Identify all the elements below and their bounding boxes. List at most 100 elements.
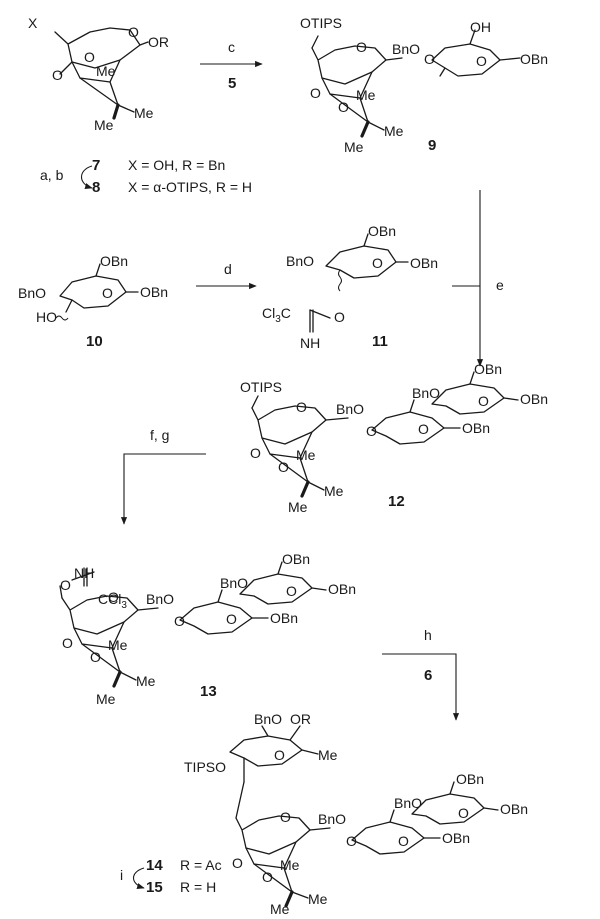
methyl-label: Me — [308, 891, 328, 907]
substituent-bno: BnO — [18, 285, 46, 301]
definition-14: R = Ac — [180, 857, 222, 873]
ring-oxygen-label: O — [476, 53, 487, 69]
methyl-label: Me — [296, 447, 316, 463]
ring-oxygen-label: O — [424, 51, 435, 67]
substituent-obn: OBn — [456, 771, 484, 787]
trichloromethyl-label: CCl3 — [98, 591, 127, 611]
methyl-label: Me — [324, 483, 344, 499]
ring-oxygen-label: O — [52, 67, 63, 83]
substituent-or: OR — [148, 34, 169, 50]
compound-number-9: 9 — [428, 137, 436, 154]
ring-oxygen-label: O — [108, 589, 119, 605]
substituent-bno: BnO — [286, 253, 314, 269]
definition-15: R = H — [180, 879, 216, 895]
substituent-tipso: TIPSO — [184, 759, 226, 775]
compound-11-structure: BnO OBn OBn O O Cl3C NH 11 — [262, 223, 438, 351]
ring-oxygen-label: O — [174, 613, 185, 629]
methyl-label: Me — [94, 117, 114, 133]
methyl-label: Me — [134, 105, 154, 121]
ring-oxygen-label: O — [84, 49, 95, 65]
reagent-label-ab: a, b — [40, 167, 64, 183]
reagent-label-e: e — [496, 277, 504, 293]
methyl-label: Me — [270, 901, 290, 917]
compound-number-14: 14 — [146, 857, 163, 874]
reagent-label-d: d — [224, 261, 232, 277]
compound-13-structure: NH O CCl3 BnO BnO OBn OBn OBn O O O O O … — [59, 551, 356, 707]
ring-oxygen-label: O — [232, 855, 243, 871]
compound-number-8: 8 — [92, 179, 100, 196]
substituent-obn: OBn — [140, 284, 168, 300]
ring-oxygen-label: O — [250, 445, 261, 461]
substituent-obn: OBn — [282, 551, 310, 567]
ring-oxygen-label: O — [418, 421, 429, 437]
substituent-bno: BnO — [394, 795, 422, 811]
substituent-obn: OBn — [270, 610, 298, 626]
reaction-arrow-h: h 6 — [382, 627, 460, 721]
compound-7-8-definitions: a, b 7 8 X = OH, R = Bn X = α-OTIPS, R =… — [40, 157, 252, 196]
reagent-label-fg: f, g — [150, 427, 169, 443]
substituent-obn: OBn — [520, 391, 548, 407]
ring-oxygen-label: O — [398, 833, 409, 849]
ring-oxygen-label: O — [226, 611, 237, 627]
substituent-bno: BnO — [318, 811, 346, 827]
substituent-bno: BnO — [146, 591, 174, 607]
ring-oxygen-label: O — [62, 635, 73, 651]
methyl-label: Me — [384, 123, 404, 139]
definition-8: X = α-OTIPS, R = H — [128, 179, 252, 195]
imine-nh-label: NH — [300, 335, 320, 351]
compound-10-structure: BnO OBn OBn HO O 10 — [18, 253, 168, 350]
ring-oxygen-label: O — [458, 805, 469, 821]
ring-oxygen-label: O — [366, 423, 377, 439]
methyl-label: Me — [96, 63, 116, 79]
substituent-bno: BnO — [336, 401, 364, 417]
compound-number-12: 12 — [388, 493, 405, 510]
ring-oxygen-label: O — [372, 255, 383, 271]
methyl-label: Me — [108, 637, 128, 653]
linking-oxygen: O — [60, 577, 71, 593]
substituent-obn: OBn — [462, 420, 490, 436]
ring-oxygen-label: O — [90, 649, 101, 665]
compound-number-7: 7 — [92, 157, 100, 174]
substituent-obn: OBn — [500, 801, 528, 817]
methyl-label: Me — [136, 673, 156, 689]
methyl-label: Me — [96, 691, 116, 707]
substituent-bno: BnO — [392, 41, 420, 57]
reaction-arrow-d: d — [196, 261, 257, 290]
substituent-otips: OTIPS — [240, 379, 282, 395]
substituent-or: OR — [290, 711, 311, 727]
reaction-arrow-c: c 5 — [200, 39, 263, 92]
ring-oxygen-label: O — [274, 747, 285, 763]
ring-oxygen-label: O — [286, 583, 297, 599]
substituent-ho: HO — [36, 309, 57, 325]
compound-14-structure: BnO OR TIPSO Me O BnO BnO OBn OBn OBn O … — [184, 711, 528, 917]
substituent-obn: OBn — [328, 581, 356, 597]
substituent-bno: BnO — [254, 711, 282, 727]
compound-7-structure: X OR O O O Me Me Me — [28, 15, 169, 133]
reaction-arrow-fg: f, g — [120, 427, 206, 525]
methyl-label: Me — [318, 747, 338, 763]
compound-number-10: 10 — [86, 333, 103, 350]
compound-9-structure: OTIPS BnO O OH OBn O O O O Me Me Me 9 — [300, 15, 548, 155]
substituent-obn: OBn — [442, 830, 470, 846]
compound-12-structure: OTIPS BnO BnO OBn OBn OBn O O O O O O Me… — [240, 361, 548, 515]
ring-oxygen-label: O — [478, 393, 489, 409]
substituent-obn: OBn — [100, 253, 128, 269]
ring-oxygen-label: O — [346, 833, 357, 849]
substituent-obn: OBn — [410, 255, 438, 271]
compound-number-15: 15 — [146, 879, 163, 896]
substituent-x: X — [28, 15, 38, 31]
ring-oxygen-label: O — [296, 399, 307, 415]
substituent-bno: BnO — [220, 575, 248, 591]
compound-number-13: 13 — [200, 683, 217, 700]
reaction-arrow-e: e — [452, 190, 504, 367]
ring-oxygen-label: O — [128, 24, 139, 40]
compound-14-15-definitions: i 14 15 R = Ac R = H — [120, 857, 222, 896]
trichloromethyl-label: Cl3C — [262, 305, 291, 325]
substituent-obn: OBn — [474, 361, 502, 377]
definition-7: X = OH, R = Bn — [128, 157, 225, 173]
methyl-label: Me — [356, 87, 376, 103]
methyl-label: Me — [280, 857, 300, 873]
reagent-partner-6: 6 — [424, 667, 432, 684]
reagent-label-i: i — [120, 867, 123, 883]
